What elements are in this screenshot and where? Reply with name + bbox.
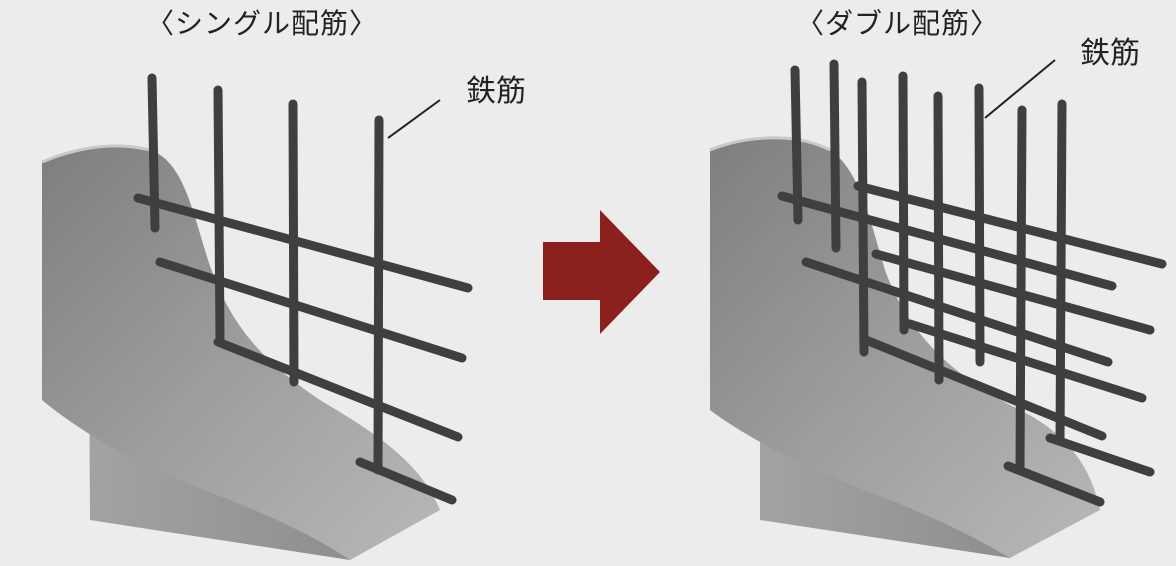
single-reinforcement-wall xyxy=(41,73,473,560)
rebar-horizontal xyxy=(155,257,467,363)
rebar-callout-label: 鉄筋 xyxy=(1080,36,1140,71)
rebar-horizontal xyxy=(777,191,1117,291)
rebar-horizontal xyxy=(853,181,1167,269)
rebar-horizontal xyxy=(861,335,1107,441)
concrete-wall-front-face xyxy=(42,148,350,560)
concrete-wall-edge xyxy=(41,144,151,164)
rebar-horizontal xyxy=(213,337,463,442)
rebar-vertical xyxy=(213,85,225,345)
rebar-vertical xyxy=(1015,105,1027,473)
single-reinforcement-title: 〈シングル配筋〉 xyxy=(146,7,379,40)
rebar-vertical xyxy=(898,71,909,335)
rebar-horizontal xyxy=(1045,433,1155,477)
rebar-vertical xyxy=(829,59,841,253)
rebar-horizontal xyxy=(905,319,1147,403)
concrete-wall-edge xyxy=(709,136,831,152)
rebar-vertical xyxy=(790,65,803,225)
double-reinforcement-title: 〈ダブル配筋〉 xyxy=(796,7,1000,40)
rebar-callout-label: 鉄筋 xyxy=(466,74,526,109)
rebar-horizontal xyxy=(1003,461,1105,507)
rebar-vertical xyxy=(373,115,384,475)
arrow-right-icon xyxy=(543,210,660,334)
concrete-wall-curved-face xyxy=(710,137,1100,558)
rebar-horizontal xyxy=(871,249,1155,335)
callout-leader-line xyxy=(984,59,1056,119)
horizontal-rebars xyxy=(133,193,473,505)
rebar-horizontal xyxy=(355,457,457,505)
callout-leader-line xyxy=(387,99,441,139)
rebar-horizontal xyxy=(801,257,1113,367)
horizontal-rebars xyxy=(777,181,1167,507)
rebar-horizontal xyxy=(133,193,473,293)
double-reinforcement-wall xyxy=(709,59,1167,558)
